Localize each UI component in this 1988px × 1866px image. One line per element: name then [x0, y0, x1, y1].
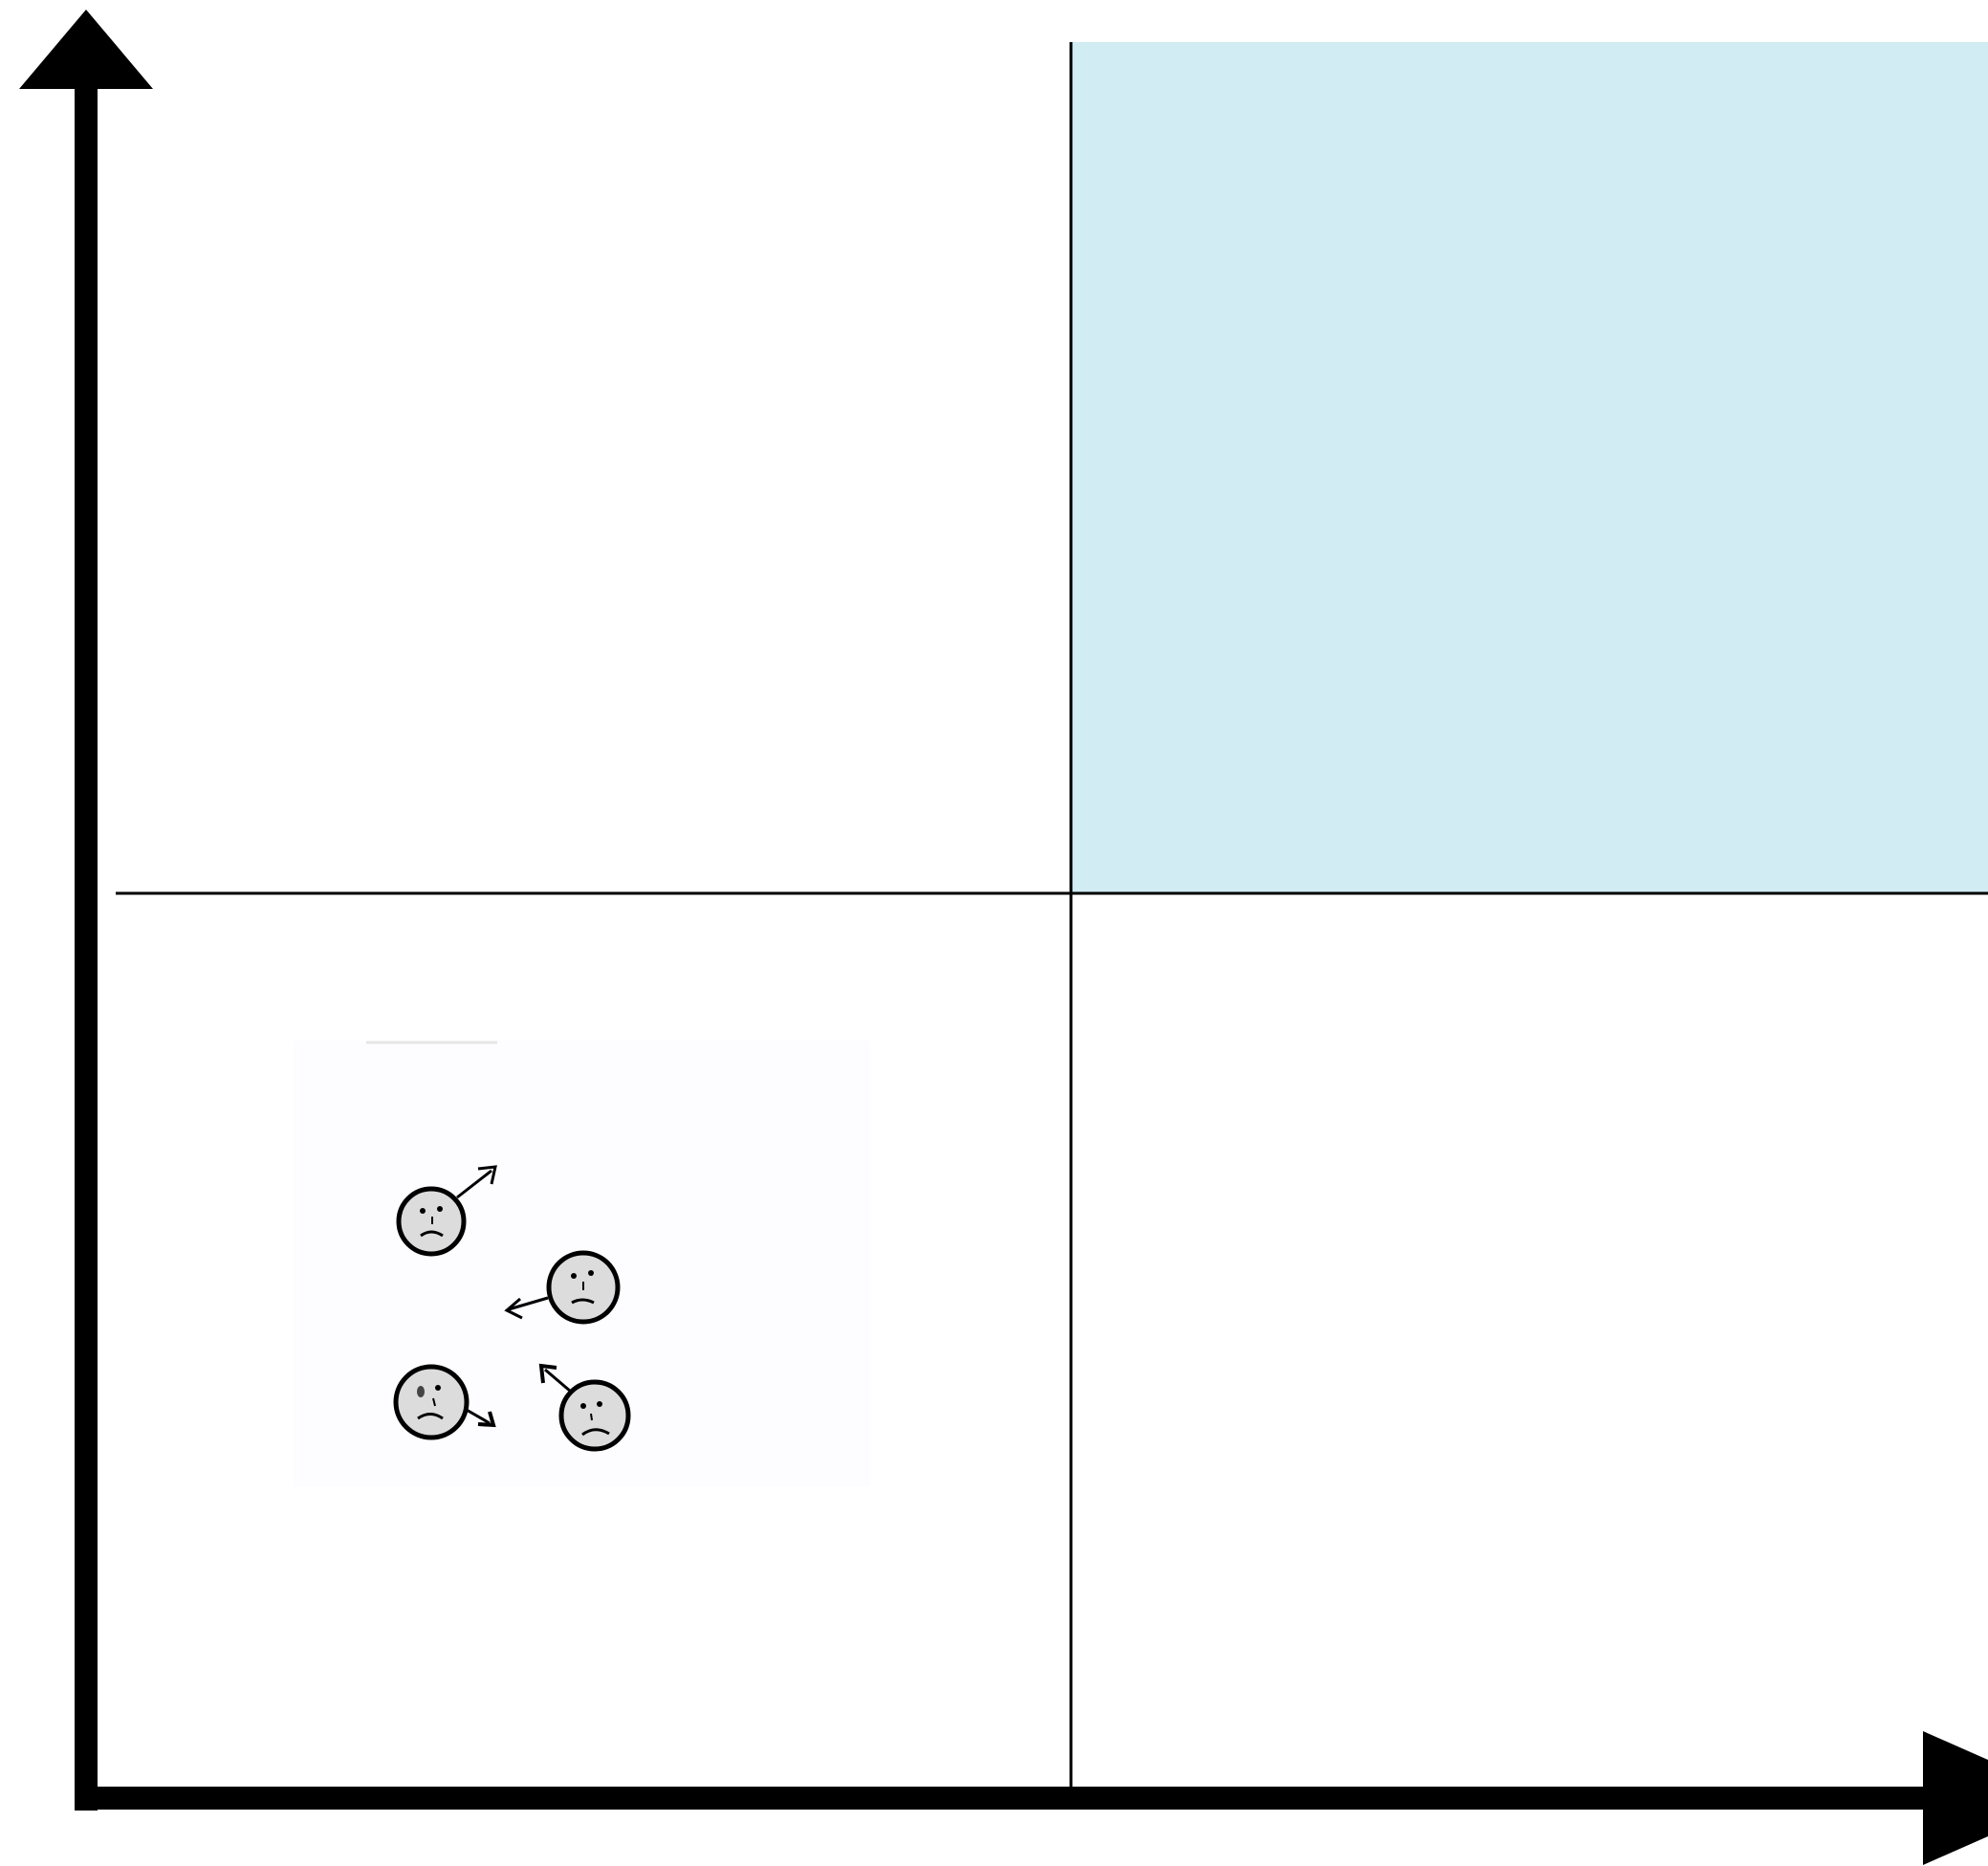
quadrant-top-right	[1071, 42, 1988, 893]
x-axis-arrowhead	[1923, 1731, 1988, 1865]
y-axis	[19, 10, 153, 1811]
unhappy-people-illustration	[294, 1041, 871, 1486]
x-axis	[96, 1731, 1988, 1865]
quadrant-bottom-right	[1071, 893, 1988, 1787]
sad-face-icon	[396, 1165, 497, 1257]
quadrant-top-left	[116, 42, 1071, 893]
sad-face-icon	[538, 1363, 631, 1452]
y-axis-arrowhead	[19, 10, 153, 89]
sad-face-icon	[393, 1364, 496, 1440]
sad-face-icon	[504, 1250, 621, 1325]
